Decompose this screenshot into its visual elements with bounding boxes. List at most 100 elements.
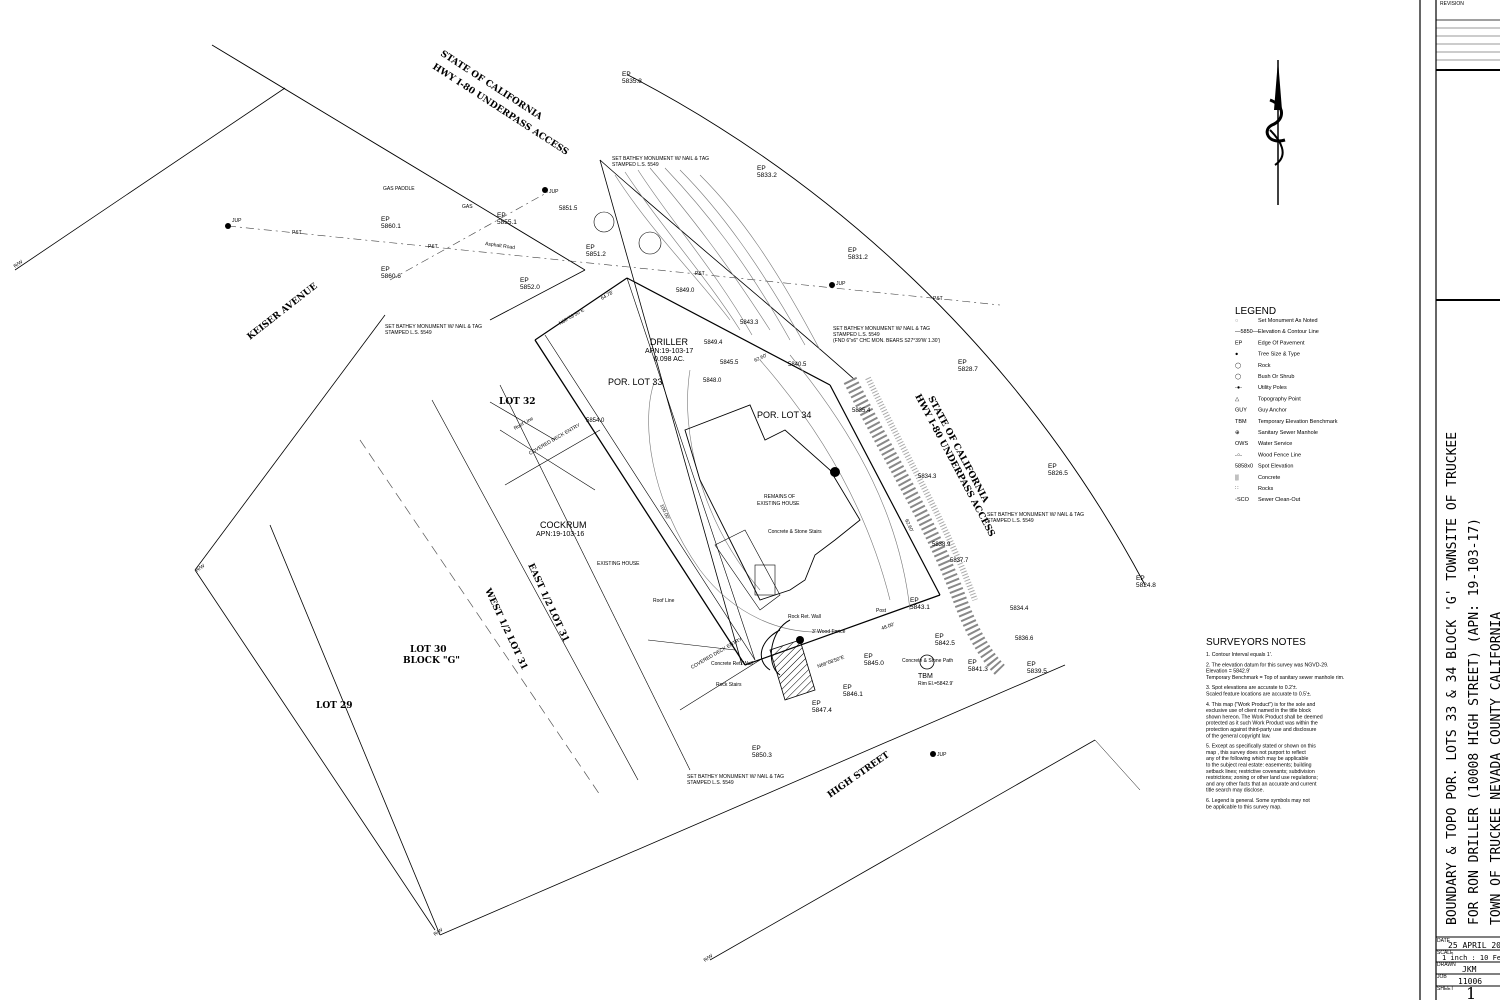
note-line: and any other facts that an accurate and… (1206, 781, 1317, 787)
legend-title: LEGEND (1235, 306, 1276, 317)
rocks-band (843, 376, 1006, 675)
ep-label: EP (910, 597, 919, 604)
note-line: 4. This map ("Work Product") is for the … (1206, 702, 1315, 708)
rw-label-1: R/W (13, 259, 25, 270)
existing-house-label: EXISTING HOUSE (597, 561, 640, 567)
legend-symbol: GUY (1235, 408, 1247, 414)
gas-paddle-label: GAS PADDLE (383, 186, 415, 192)
monument-4: SET BATHEY MONUMENT W/ NAIL & TAG (987, 512, 1084, 518)
ep-label: EP (586, 244, 595, 251)
note-line: 6. Legend is general. Some symbols may n… (1206, 798, 1310, 804)
note-line: exclusive use of client named in the tit… (1206, 708, 1311, 714)
spot-elev-10: 5838.9 (932, 542, 951, 548)
legend-symbol: △ (1235, 396, 1240, 402)
note-line: shown hereon. The Work Product shall be … (1206, 714, 1323, 720)
legend-symbol: ● (1235, 352, 1238, 358)
ep-label: EP (622, 71, 631, 78)
ep-label: EP (1027, 661, 1036, 668)
high-street-label: HIGH STREET (826, 750, 892, 800)
north-arrow-icon (1265, 60, 1286, 205)
legend-item: Sanitary Sewer Manhole (1258, 430, 1318, 436)
monument-2: SET BATHEY MONUMENT W/ NAIL & TAG (385, 324, 482, 330)
legend-item: Edge Of Pavement (1258, 340, 1305, 346)
ep-value: 5828.7 (958, 366, 978, 373)
lot-32-label: LOT 32 (499, 397, 536, 407)
pt-label-3: P&T (933, 296, 943, 302)
monument-4b: STAMPED L.S. 5549 (987, 518, 1034, 524)
spot-elev-2: 5849.0 (676, 288, 695, 294)
hwy-top-label-2: HWY I-80 UNDERPASS ACCESS (430, 62, 570, 158)
ep-value: 5847.4 (812, 707, 832, 714)
edge-of-pavement-labels: EP5835.8EP5833.2EP5831.2EP5828.7EP5826.5… (381, 71, 1156, 759)
remains-label-2: EXISTING HOUSE (757, 501, 800, 507)
note-line: 3. Spot elevations are accurate to 0.2'±… (1206, 685, 1297, 691)
pt-label-1: P&T (292, 230, 302, 236)
driller-area: 0.098 AC. (654, 356, 685, 363)
jup-label-4: JUP (937, 752, 947, 758)
title-line-3: TOWN OF TRUCKEE NEVADA COUNTY CALIFORNIA (1489, 612, 1500, 925)
spot-elev-5: 5845.5 (720, 360, 739, 366)
ep-label: EP (1136, 575, 1145, 582)
job-value: 11006 (1458, 977, 1482, 986)
ep-value: 5855.1 (497, 219, 517, 226)
legend-symbol: ◦SCO (1235, 497, 1250, 503)
concrete-ret-wall-label: Concrete Ret. Wall (711, 661, 753, 667)
ep-label: EP (968, 659, 977, 666)
legend-item: Set Monument As Noted (1258, 318, 1318, 324)
title-block-frame (1419, 0, 1500, 1000)
monument-2b: STAMPED L.S. 5549 (385, 330, 432, 336)
existing-house-outline (684, 404, 861, 611)
ep-value: 5846.1 (843, 691, 863, 698)
covered-deck-label: COVERED DECK ENTRY (528, 422, 582, 457)
spot-elev-13: 5836.6 (1015, 636, 1034, 642)
ep-value: 5860.1 (381, 223, 401, 230)
drawn-value: JKM (1462, 965, 1477, 974)
jup-label-1: JUP (232, 218, 242, 224)
concrete-stone-path-label: Concrete & Stone Path (902, 658, 953, 664)
surveyors-notes: SURVEYORS NOTES 1. Contour Interval equa… (1206, 637, 1344, 810)
note-line: any of the following which may be applic… (1206, 756, 1308, 762)
ep-value: 5845.0 (864, 660, 884, 667)
note-line: setback lines; restrictive covenants; su… (1206, 769, 1315, 775)
job-label: JOB (1437, 974, 1447, 980)
date-label: DATE (1437, 938, 1451, 944)
legend-symbol: OWS (1235, 441, 1248, 447)
rock-ret-wall-label: Rock Ret. Wall (788, 614, 821, 620)
lot-29-label: LOT 29 (316, 701, 353, 711)
monument-5b: STAMPED L.S. 5549 (687, 780, 734, 786)
tbm-rim-label: Rim El.=5842.9' (918, 681, 953, 687)
rock-stairs-label: Rock Stairs (716, 682, 742, 688)
legend-symbol: ⊕ (1235, 430, 1240, 436)
ep-value: 5850.3 (752, 752, 772, 759)
ep-label: EP (848, 247, 857, 254)
ep-value: 5835.8 (622, 78, 642, 85)
legend-item: Spot Elevation (1258, 464, 1293, 470)
spot-elev-9: 5834.3 (918, 474, 937, 480)
block-g-label: BLOCK "G" (403, 656, 460, 666)
legend-symbol: ∷ (1235, 486, 1239, 492)
utility-line (227, 191, 1001, 306)
note-line: 5. Except as specifically stated or show… (1206, 744, 1316, 750)
note-line: title search may disclose. (1206, 788, 1264, 794)
legend-item: Guy Anchor (1258, 408, 1287, 414)
ep-label: EP (958, 359, 967, 366)
spot-elev-7: 5843.3 (740, 320, 759, 326)
legend-item: Utility Poles (1258, 385, 1287, 391)
ep-value: 5842.5 (935, 640, 955, 647)
title-line-1: BOUNDARY & TOPO POR. LOTS 33 & 34 BLOCK … (1445, 432, 1460, 925)
bearing-2: N68°08'50"E (817, 654, 846, 670)
note-line: Temporary Benchmark = Top of sanitary se… (1206, 675, 1344, 681)
concrete-stone-stairs-label: Concrete & Stone Stairs (768, 529, 822, 535)
dist-2: 48.00' (881, 622, 896, 632)
legend-item: Sewer Clean-Out (1258, 497, 1301, 503)
scale-label: SCALE (1437, 950, 1454, 956)
ep-value: 5851.2 (586, 251, 606, 258)
ep-label: EP (812, 700, 821, 707)
ep-value: 5833.2 (757, 172, 777, 179)
ep-value: 5826.5 (1048, 470, 1068, 477)
bearing-1: N68°08'50"E (558, 307, 586, 327)
legend-symbol: ◯ (1235, 373, 1242, 380)
legend-item: Rocks (1258, 486, 1274, 492)
dist-4: 100.00' (658, 503, 670, 520)
